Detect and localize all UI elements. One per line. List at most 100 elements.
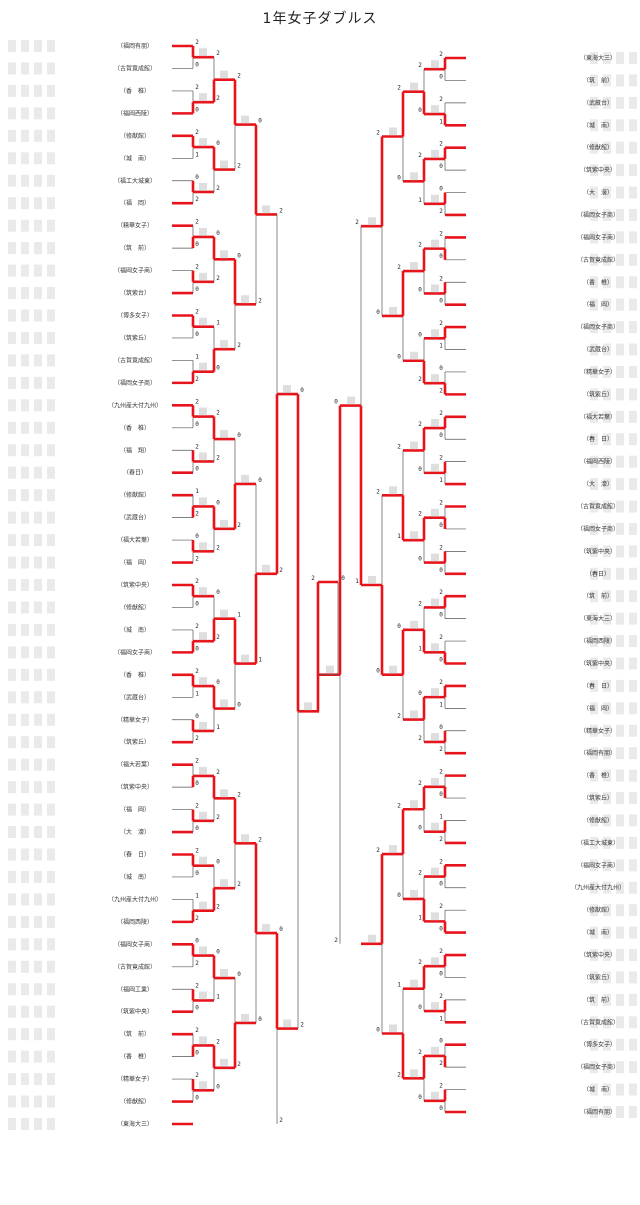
player-name-block (8, 1050, 16, 1063)
match-score: 1 (216, 993, 220, 1000)
set-score-block (199, 1081, 207, 1090)
page-title: 1年女子ダブルス (262, 11, 378, 27)
player-name-block (629, 679, 637, 692)
set-score-block (431, 553, 439, 562)
player-name-block (616, 96, 624, 109)
player-name-block (590, 904, 598, 917)
school-name: （博多女子） (580, 1041, 616, 1049)
player-name-block (34, 983, 42, 996)
player-name-block (8, 129, 16, 142)
match-score: 2 (355, 219, 359, 226)
set-score-block (431, 149, 439, 158)
match-score: 2 (439, 589, 443, 596)
player-name-block (616, 545, 624, 558)
match-score: 2 (418, 242, 422, 249)
player-name-block (629, 836, 637, 849)
school-name: （香 椎） (120, 87, 150, 95)
player-name-block (603, 657, 611, 670)
player-name-block (616, 1016, 624, 1029)
player-name-block (616, 365, 624, 378)
player-name-block (47, 511, 55, 524)
school-name: （筑紫中央） (117, 783, 153, 791)
player-name-block (8, 781, 16, 794)
player-name-block (603, 500, 611, 513)
match-score: 0 (195, 466, 199, 473)
player-name-block (590, 298, 598, 311)
match-score: 2 (300, 1022, 304, 1029)
match-score: 0 (418, 690, 422, 697)
player-name-block (21, 1073, 29, 1086)
player-name-block (47, 466, 55, 479)
match-score: 0 (439, 298, 443, 305)
player-name-block (603, 1038, 611, 1051)
player-name-block (603, 859, 611, 872)
set-score-block (326, 665, 334, 674)
player-name-block (603, 253, 611, 266)
player-name-block (616, 702, 624, 715)
match-score: 2 (237, 791, 241, 798)
player-name-block (47, 1028, 55, 1041)
match-score: 2 (195, 398, 199, 405)
player-name-block (8, 623, 16, 636)
player-name-block (34, 646, 42, 659)
player-name-block (47, 421, 55, 434)
player-name-block (603, 321, 611, 334)
match-score: 2 (376, 847, 380, 854)
match-score: 0 (418, 286, 422, 293)
player-name-block (47, 556, 55, 569)
match-score: 2 (216, 544, 220, 551)
set-score-block (199, 991, 207, 1000)
player-name-block (616, 186, 624, 199)
match-score: 0 (279, 926, 283, 933)
player-name-block (629, 792, 637, 805)
player-name-block (21, 489, 29, 502)
player-name-block (603, 119, 611, 132)
player-name-block (34, 691, 42, 704)
school-name: （香 椎） (583, 278, 613, 286)
set-score-block (431, 1091, 439, 1100)
player-name-block (8, 197, 16, 210)
player-name-block (629, 702, 637, 715)
player-name-block (590, 141, 598, 154)
player-name-block (47, 893, 55, 906)
set-score-block (304, 702, 312, 711)
set-score-block (431, 1002, 439, 1011)
player-name-block (616, 590, 624, 603)
player-name-block (603, 993, 611, 1006)
player-name-block (629, 455, 637, 468)
match-score: 2 (439, 948, 443, 955)
player-name-block (8, 803, 16, 816)
player-name-block (8, 174, 16, 187)
player-name-block (603, 904, 611, 917)
player-name-block (21, 623, 29, 636)
set-score-block (347, 396, 355, 405)
player-name-block (34, 1028, 42, 1041)
set-score-block (220, 250, 228, 259)
player-name-block (603, 365, 611, 378)
match-score: 2 (418, 870, 422, 877)
player-name-block (47, 623, 55, 636)
player-name-block (603, 814, 611, 827)
match-score: 1 (397, 982, 401, 989)
match-score: 0 (237, 432, 241, 439)
player-name-block (47, 242, 55, 255)
player-name-block (21, 331, 29, 344)
match-score: 1 (195, 151, 199, 158)
player-name-block (34, 736, 42, 749)
player-name-block (590, 679, 598, 692)
player-name-block (8, 960, 16, 973)
player-name-block (629, 1038, 637, 1051)
player-name-block (8, 1005, 16, 1018)
school-name: （福大若葉） (117, 536, 153, 544)
match-score: 1 (418, 914, 422, 921)
player-name-block (8, 983, 16, 996)
school-name: （古賀竟成館） (577, 256, 619, 264)
set-score-block (431, 1046, 439, 1055)
player-name-block (34, 601, 42, 614)
set-score-block (220, 430, 228, 439)
player-name-block (8, 556, 16, 569)
match-score: 2 (195, 264, 199, 271)
match-score: 0 (195, 1005, 199, 1012)
player-name-block (590, 702, 598, 715)
player-name-block (21, 376, 29, 389)
